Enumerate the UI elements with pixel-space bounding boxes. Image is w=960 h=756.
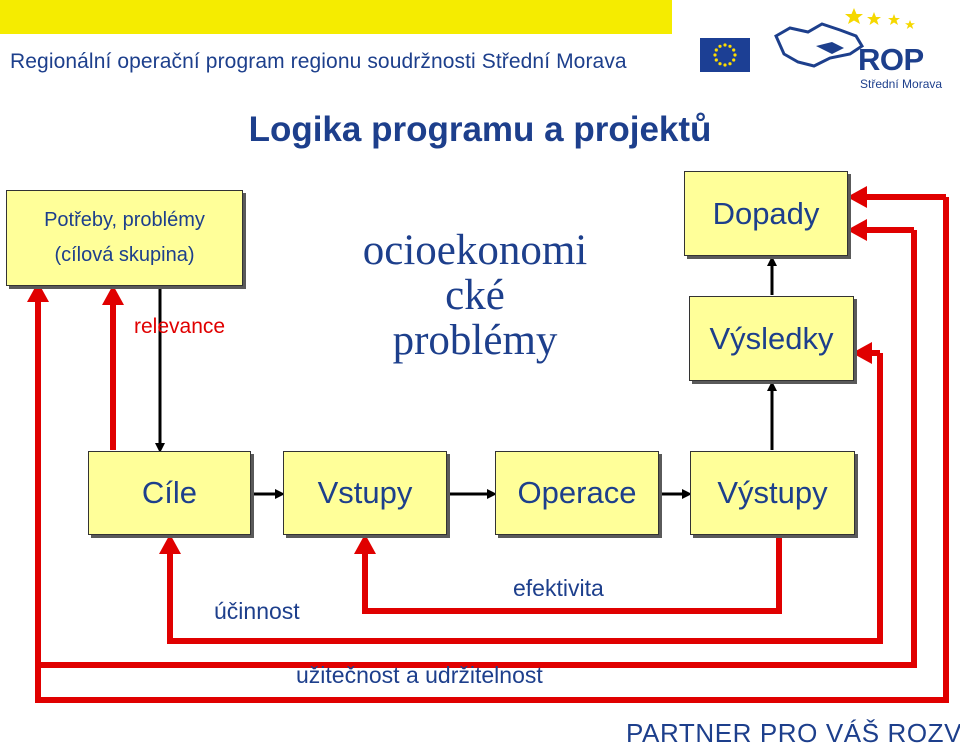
needs-line1: Potřeby, problémy xyxy=(44,209,205,231)
uzitecnost-feedback-arrow xyxy=(27,230,917,668)
ucinnost-feedback-arrow xyxy=(159,420,883,644)
center-text: ocioekonomi cké problémy xyxy=(330,227,620,365)
program-name: Regionální operační program regionu soud… xyxy=(10,50,627,73)
operace-box: Operace xyxy=(495,451,659,535)
uzitecnost-label: užitečnost a udržitelnost xyxy=(296,662,543,688)
center-text-line3: problémy xyxy=(392,317,558,365)
vysledky-box: Výsledky xyxy=(689,296,854,381)
outer-feedback-arrow xyxy=(35,197,949,703)
footer-slogan: PARTNER PRO VÁŠ ROZVOJ xyxy=(626,718,960,748)
efektivita-feedback-arrow xyxy=(354,534,782,614)
dopady-box: Dopady xyxy=(684,171,848,256)
needs-box: Potřeby, problémy (cílová skupina) xyxy=(6,190,243,286)
ucinnost-label: účinnost xyxy=(214,598,300,624)
rop-logo xyxy=(770,6,960,96)
vystupy-box: Výstupy xyxy=(690,451,855,535)
header-bar xyxy=(0,0,672,34)
needs-line2: (cílová skupina) xyxy=(54,244,195,266)
rop-logo-text: ROP xyxy=(858,42,924,77)
vstupy-box: Vstupy xyxy=(283,451,447,535)
page-title: Logika programu a projektů xyxy=(248,110,712,149)
cile-box: Cíle xyxy=(88,451,251,535)
rop-logo-subtitle: Střední Morava xyxy=(860,77,943,91)
relevance-label: relevance xyxy=(134,315,226,338)
eu-flag-icon xyxy=(700,38,750,72)
center-text-line1: ocioekonomi xyxy=(362,227,588,274)
center-text-line2: cké xyxy=(445,272,505,320)
efektivita-label: efektivita xyxy=(513,575,604,601)
